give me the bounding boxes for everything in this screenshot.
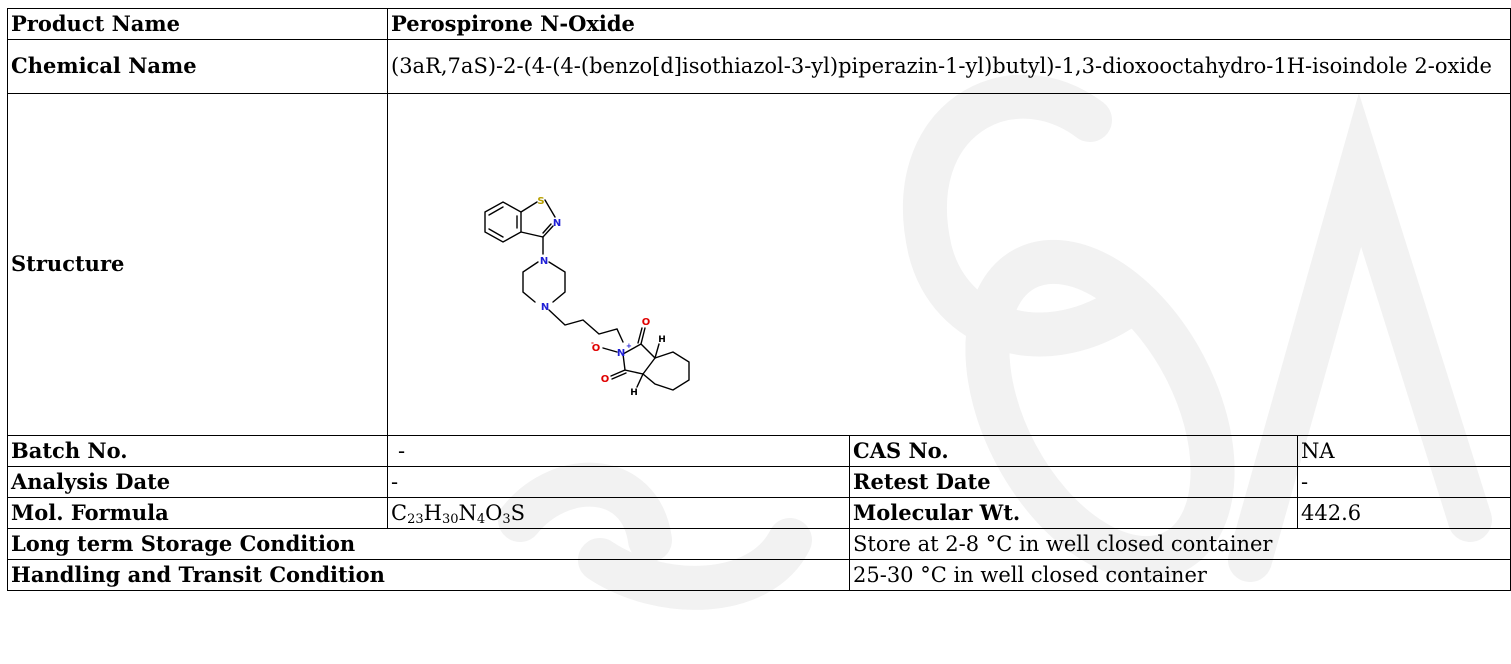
product-name-value: Perospirone N-Oxide xyxy=(386,8,1511,40)
formula-n-count: 4 xyxy=(476,511,486,527)
formula-c-count: 23 xyxy=(407,511,424,527)
formula-n: N xyxy=(458,500,477,525)
row-chemical-name: Chemical Name (3aR,7aS)-2-(4-(4-(benzo[d… xyxy=(7,39,1511,94)
formula-s: S xyxy=(510,500,526,525)
row-storage: Long term Storage Condition Store at 2-8… xyxy=(7,528,1511,560)
coa-sheet: Product Name Perospirone N-Oxide Chemica… xyxy=(7,8,1511,663)
row-batch: Batch No. - CAS No. NA xyxy=(7,435,1511,467)
atom-o-bottom: O xyxy=(601,374,610,385)
cyclohexane-ring xyxy=(642,351,690,391)
atom-n-ring: N xyxy=(553,218,561,229)
structure-cell xyxy=(386,93,1511,436)
charge-plus-icon: + xyxy=(626,342,632,350)
piperazine-ring xyxy=(522,261,566,303)
chemical-name-label: Chemical Name xyxy=(7,39,388,94)
atom-o-top: O xyxy=(642,317,651,328)
row-analysis-date: Analysis Date - Retest Date - xyxy=(7,466,1511,498)
carbonyl-bottom xyxy=(610,369,627,380)
row-structure: Structure xyxy=(7,93,1511,436)
benzene-double-bonds xyxy=(488,206,518,238)
row-handling: Handling and Transit Condition 25-30 °C … xyxy=(7,559,1511,591)
molecular-wt-value: 442.6 xyxy=(1296,497,1511,529)
atom-h-bottom: H xyxy=(630,388,638,397)
benzene-ring xyxy=(484,201,522,243)
retest-date-label: Retest Date xyxy=(849,466,1298,498)
formula-h: H xyxy=(423,500,442,525)
butyl-chain xyxy=(548,309,624,343)
atom-h-top: H xyxy=(658,335,666,345)
cas-no-label: CAS No. xyxy=(849,435,1298,467)
atom-n-plus: N xyxy=(617,348,625,359)
chemical-name-value: (3aR,7aS)-2-(4-(4-(benzo[d]isothiazol-3-… xyxy=(386,39,1511,94)
n-oxide-bond xyxy=(602,347,618,353)
chemical-structure: S N N N O N O O H H - + xyxy=(484,196,690,397)
mol-formula-value: C23H30N4O3S xyxy=(387,497,850,529)
molecular-wt-label: Molecular Wt. xyxy=(849,497,1298,529)
retest-date-value: - xyxy=(1296,466,1511,498)
structure-label: Structure xyxy=(7,93,388,436)
atom-o-minus: O xyxy=(592,343,601,354)
charge-minus-icon: - xyxy=(591,339,594,347)
formula-o: O xyxy=(485,500,503,525)
formula-c: C xyxy=(391,500,408,525)
storage-value: Store at 2-8 °C in well closed container xyxy=(848,528,1511,560)
stereo-h-bonds xyxy=(636,343,660,388)
atom-n-pip1: N xyxy=(540,256,548,267)
formula-h-count: 30 xyxy=(441,511,459,527)
batch-no-value: - xyxy=(387,435,850,467)
analysis-date-value: - xyxy=(387,466,850,498)
carbonyl-top xyxy=(637,327,646,345)
atom-s: S xyxy=(537,196,544,207)
imide-ring xyxy=(622,343,656,375)
row-mol-formula: Mol. Formula C23H30N4O3S Molecular Wt. 4… xyxy=(7,497,1511,529)
coa-table: Product Name Perospirone N-Oxide Chemica… xyxy=(7,8,1511,591)
isothiazole-double-bond xyxy=(542,223,552,234)
cas-no-value: NA xyxy=(1296,435,1511,467)
batch-no-label: Batch No. xyxy=(7,435,388,467)
handling-value: 25-30 °C in well closed container xyxy=(848,559,1511,591)
atom-n-pip2: N xyxy=(541,302,549,313)
handling-label: Handling and Transit Condition xyxy=(7,559,850,591)
formula-o-count: 3 xyxy=(502,511,511,527)
row-product-name: Product Name Perospirone N-Oxide xyxy=(7,8,1511,40)
product-name-label: Product Name xyxy=(7,8,388,40)
analysis-date-label: Analysis Date xyxy=(7,466,388,498)
mol-formula-label: Mol. Formula xyxy=(7,497,388,529)
storage-label: Long term Storage Condition xyxy=(7,528,850,560)
